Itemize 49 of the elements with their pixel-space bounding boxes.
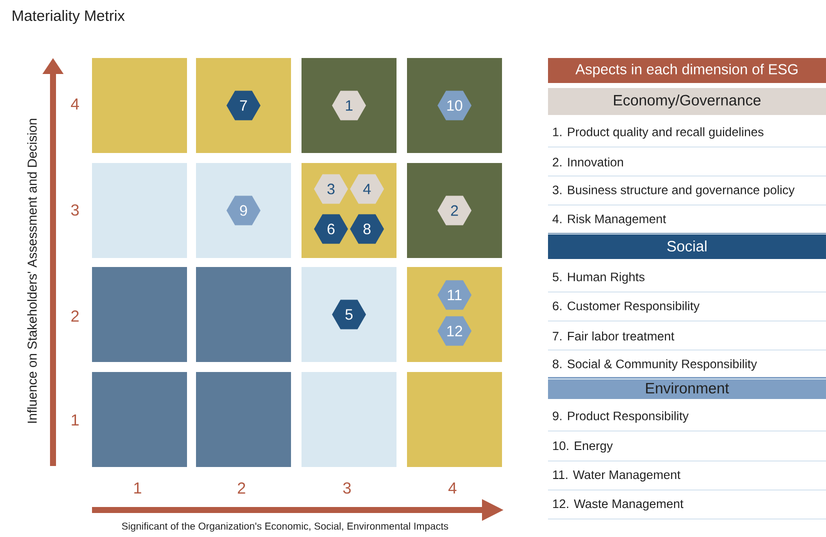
tick-label: 4 — [448, 482, 456, 494]
tick-label: 3 — [343, 482, 351, 494]
grid-cell — [92, 163, 187, 258]
table-row: 11. Water Management — [548, 470, 826, 490]
grid-cell — [407, 372, 502, 467]
grid-cell — [196, 372, 291, 467]
tick-label: 2 — [238, 482, 246, 494]
table-row: 7. Fair labor treatment — [548, 331, 826, 350]
table-row: 4. Risk Management — [548, 214, 826, 234]
table-row: 10. Energy — [548, 441, 826, 462]
category-band: Economy/Governance — [548, 88, 826, 115]
number-hexagon: 9 — [226, 196, 260, 226]
grid-cell — [302, 58, 396, 153]
table-row: 2. Innovation — [548, 157, 826, 176]
grid-cell — [92, 267, 187, 362]
table-row: 9. Product Responsibility — [548, 411, 826, 432]
table-row: 1. Product quality and recall guidelines — [548, 127, 826, 148]
category-band: Environment — [548, 376, 826, 399]
number-hexagon: 6 — [314, 214, 348, 244]
number-hexagon: 8 — [350, 214, 384, 244]
grid-cell — [196, 163, 291, 258]
title: Materiality Metrix — [12, 10, 125, 24]
grid-cell — [407, 58, 502, 153]
number-hexagon: 4 — [350, 174, 384, 204]
number-hexagon: 10 — [438, 90, 472, 120]
grid-cell — [92, 58, 187, 153]
table-row: 12. Waste Management — [548, 499, 826, 520]
number-hexagon: 12 — [438, 316, 472, 346]
number-hexagon: 3 — [314, 174, 348, 204]
category-band: Social — [548, 232, 826, 259]
number-hexagon: 7 — [226, 90, 260, 120]
table-row: 8. Social & Community Responsibility — [548, 359, 826, 380]
grid-cell — [302, 267, 396, 362]
grid-cell — [196, 58, 291, 153]
axis-title: Significant of the Organization's Economic, Social, Environmental Impacts — [122, 522, 448, 532]
grid-cell — [407, 163, 502, 258]
table-row: 5. Human Rights — [548, 272, 826, 292]
tick-label: 1 — [134, 482, 142, 494]
axis-title: Influence on Stakeholders' Assessment and Decision — [27, 118, 37, 423]
number-hexagon: 11 — [438, 280, 472, 310]
grid-cell — [92, 372, 187, 467]
table-row: 3. Business structure and governance policy — [548, 185, 826, 206]
grid-cell — [302, 372, 396, 467]
table-row: 6. Customer Responsibility — [548, 301, 826, 322]
number-hexagon: 2 — [438, 196, 472, 226]
table-header: Aspects in each dimension of ESG — [548, 58, 826, 83]
grid-cell — [196, 267, 291, 362]
number-hexagon: 5 — [332, 300, 366, 330]
number-hexagon: 1 — [332, 90, 366, 120]
